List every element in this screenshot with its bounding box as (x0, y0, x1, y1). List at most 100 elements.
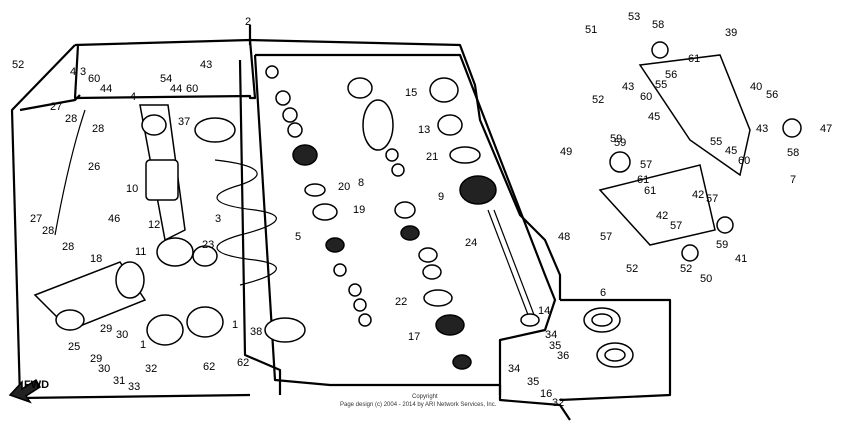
label: 42 (656, 210, 668, 222)
label: 39 (725, 27, 737, 39)
label: 17 (408, 331, 420, 343)
label: 1 (232, 319, 238, 331)
label: 35 (527, 376, 539, 388)
label: 45 (648, 111, 660, 123)
label: 40 (750, 81, 762, 93)
label: 5 (295, 231, 301, 243)
label: 34 (508, 363, 520, 375)
label: 28 (92, 123, 104, 135)
label: 31 (113, 375, 125, 387)
label: 3 (80, 66, 86, 78)
label: 13 (418, 124, 430, 136)
label: 46 (108, 213, 120, 225)
label: 23 (202, 239, 214, 251)
label: 43 (756, 123, 768, 135)
label: 51 (585, 24, 597, 36)
label: 20 (338, 181, 350, 193)
label: 26 (88, 161, 100, 173)
label: 54 (160, 73, 172, 85)
shock-absorber-body (139, 104, 218, 267)
copyright: Copyright Page design (c) 2004 - 2014 by… (340, 394, 497, 408)
label: 60 (88, 73, 100, 85)
label: 18 (90, 253, 102, 265)
label: 59 (610, 133, 622, 145)
label: 58 (652, 19, 664, 31)
label: 42 (692, 189, 704, 201)
assembly-outline (10, 25, 672, 421)
label: 4 (130, 91, 136, 103)
label: 11 (135, 246, 146, 258)
callout-labels: 2 52 4 3 60 44 54 44 60 43 27 28 28 26 4… (12, 11, 832, 409)
label: 35 (549, 340, 561, 352)
label: 33 (128, 381, 140, 393)
label: 6 (600, 287, 606, 299)
label: 29 (90, 353, 102, 365)
label: 30 (116, 329, 128, 341)
label: 7 (790, 174, 796, 186)
label: 28 (42, 225, 54, 237)
label: 44 (170, 83, 182, 95)
label: 50 (700, 273, 712, 285)
fwd-label: FWD (24, 379, 49, 391)
label: 59 (716, 239, 728, 251)
label: 1 (140, 339, 146, 351)
label: 45 (725, 145, 737, 157)
label: 3 (215, 213, 221, 225)
label: 43 (622, 81, 634, 93)
label: 43 (200, 59, 212, 71)
label: 8 (358, 177, 364, 189)
label: 52 (680, 263, 692, 275)
label: 52 (626, 263, 638, 275)
label: 57 (640, 159, 652, 171)
label: 19 (353, 204, 365, 216)
label: 4 (70, 66, 76, 78)
label: 44 (100, 83, 112, 95)
label: 55 (655, 79, 667, 91)
copyright-line1: Copyright (412, 394, 438, 400)
label: 22 (395, 296, 407, 308)
label: 34 (545, 329, 557, 341)
reservoir (33, 261, 147, 331)
label: 2 (245, 16, 251, 28)
label: 61 (637, 174, 649, 186)
label: 48 (558, 231, 570, 243)
label: 62 (237, 357, 249, 369)
label: 28 (65, 113, 77, 125)
label: 9 (438, 191, 444, 203)
forward-arrow (8, 378, 42, 404)
label: 30 (98, 363, 110, 375)
label: 61 (688, 53, 700, 65)
label: 62 (203, 361, 215, 373)
label: 55 (710, 136, 722, 148)
label: 56 (665, 69, 677, 81)
label: 57 (706, 193, 718, 205)
label: 32 (145, 363, 157, 375)
label: 60 (738, 155, 750, 167)
linkage-arm (598, 41, 802, 262)
label: 49 (560, 146, 572, 158)
label: 57 (600, 231, 612, 243)
label: 27 (50, 101, 62, 113)
label: 16 (540, 388, 552, 400)
label: 36 (557, 350, 569, 362)
label: 21 (426, 151, 438, 163)
label: 52 (592, 94, 604, 106)
label: 28 (62, 241, 74, 253)
label: 27 (30, 213, 42, 225)
label: 37 (178, 116, 190, 128)
label: 25 (68, 341, 80, 353)
copyright-line2: Page design (c) 2004 - 2014 by ARI Netwo… (340, 402, 497, 408)
label: 15 (405, 87, 417, 99)
label: 32 (552, 397, 564, 409)
label: 58 (787, 147, 799, 159)
label: 24 (465, 237, 477, 249)
label: 12 (148, 219, 160, 231)
spring (194, 117, 306, 343)
label: 57 (670, 220, 682, 232)
label: 52 (12, 59, 24, 71)
clamps (146, 306, 224, 346)
label: 10 (126, 183, 138, 195)
label: 56 (766, 89, 778, 101)
reservoir-hose (54, 109, 86, 236)
